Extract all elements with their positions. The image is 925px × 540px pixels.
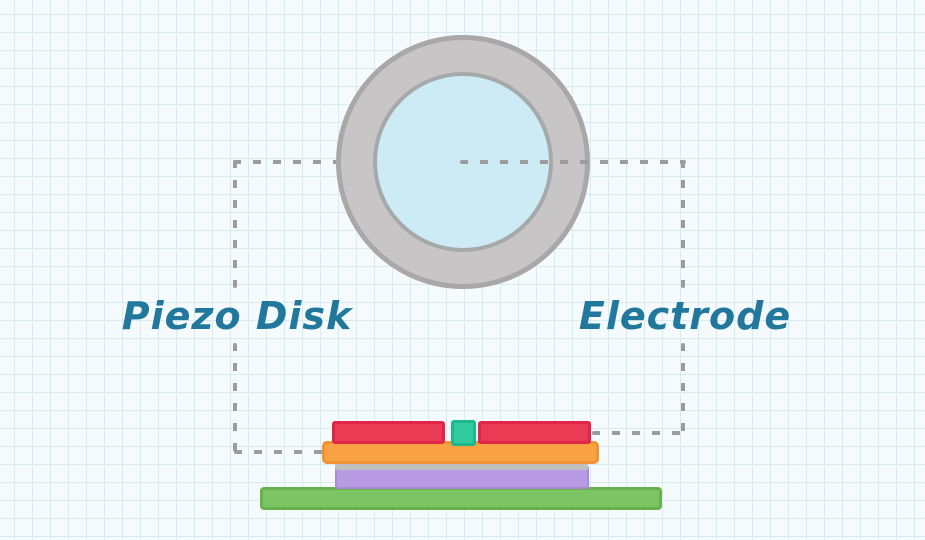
electrode-label: Electrode xyxy=(578,294,792,338)
base-board-green xyxy=(260,487,662,510)
piezo-disk-label: Piezo Disk xyxy=(121,294,353,338)
dashed-line-bottom-right xyxy=(592,431,686,435)
dashed-line-right-upper xyxy=(681,160,685,288)
electrode-layer-left xyxy=(332,421,445,444)
electrode-layer-right xyxy=(478,421,591,444)
strip-gray xyxy=(335,461,588,470)
dashed-line-left-lower xyxy=(233,343,237,454)
dashed-line-top-right xyxy=(460,160,686,164)
dashed-line-right-lower xyxy=(681,343,685,435)
dashed-line-left-upper xyxy=(233,160,237,288)
dashed-line-bottom-left xyxy=(234,450,324,454)
contact-pad xyxy=(451,420,476,446)
dashed-line-top-left xyxy=(233,160,353,164)
